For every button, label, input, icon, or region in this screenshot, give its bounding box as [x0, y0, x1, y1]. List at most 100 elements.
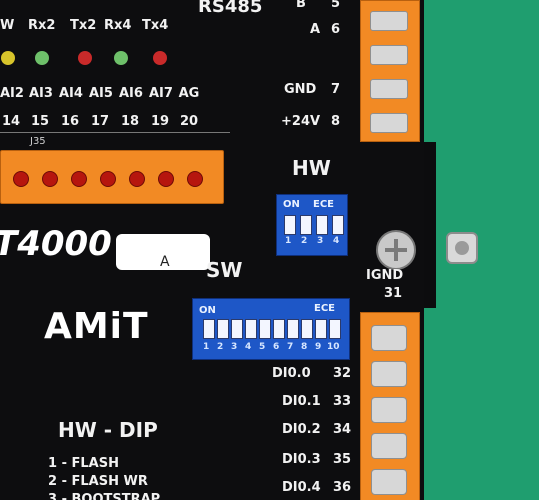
green-pcb — [418, 0, 539, 500]
p24v-label: +24V — [281, 114, 321, 129]
ai5-number: 17 — [90, 114, 110, 129]
status-led-tx2 — [78, 51, 92, 65]
connector-pin — [187, 171, 203, 187]
sw-switch-number: 8 — [301, 342, 308, 352]
ai5-label: AI5 — [89, 86, 113, 101]
led-label-rx2: Rx2 — [28, 18, 56, 33]
status-led-tx4 — [153, 51, 167, 65]
sw-label: SW — [206, 258, 243, 282]
sw-switch-toggle[interactable] — [217, 319, 229, 339]
terminal-screw — [371, 433, 407, 459]
j35-divider — [0, 132, 230, 133]
sw-switch-toggle[interactable] — [245, 319, 257, 339]
black-panel-edge — [424, 142, 436, 308]
ai3-number: 15 — [30, 114, 50, 129]
sw-switch-toggle[interactable] — [301, 319, 313, 339]
rs485-label: RS485 — [198, 0, 263, 17]
connector-pin — [129, 171, 145, 187]
di02-label: DI0.2 — [282, 422, 321, 437]
di04-number: 36 — [333, 480, 352, 495]
terminal-screw — [371, 469, 407, 495]
sw-switch-number: 3 — [231, 342, 238, 352]
hw-switch-toggle[interactable] — [284, 215, 296, 235]
sw-switch-number: 7 — [287, 342, 294, 352]
sw-switch-number: 9 — [315, 342, 322, 352]
pcb-standoff — [446, 232, 478, 264]
sw-switch-toggle[interactable] — [273, 319, 285, 339]
b-pin-number: 5 — [331, 0, 341, 11]
sw-on-label: ON — [199, 305, 216, 316]
connector-pin — [100, 171, 116, 187]
connector-pin — [71, 171, 87, 187]
terminal-screw — [370, 45, 408, 65]
terminal-screw — [370, 113, 408, 133]
model-label: T4000 — [0, 224, 112, 264]
j35-connector — [0, 150, 224, 204]
black-front-panel — [0, 0, 424, 500]
sw-switch-toggle[interactable] — [231, 319, 243, 339]
di02-number: 34 — [333, 422, 352, 437]
di01-label: DI0.1 — [282, 394, 321, 409]
ai2-number: 14 — [1, 114, 21, 129]
terminal-block-bottom — [360, 312, 420, 500]
terminal-screw — [371, 397, 407, 423]
b-pin-label: B — [296, 0, 306, 11]
sw-logo: ECE — [314, 303, 336, 314]
hw-dip-item-2: 2 - FLASH WR — [48, 474, 148, 489]
ai4-label: AI4 — [59, 86, 83, 101]
ignd-number: 31 — [384, 286, 403, 301]
grounding-screw — [376, 230, 416, 270]
terminal-screw — [370, 79, 408, 99]
ai7-number: 19 — [150, 114, 170, 129]
ai3-label: AI3 — [29, 86, 53, 101]
model-variant: A — [160, 254, 170, 270]
ag-number: 20 — [179, 114, 199, 129]
terminal-screw — [371, 361, 407, 387]
sw-switch-number: 4 — [245, 342, 252, 352]
hw-switch-number: 2 — [301, 236, 308, 246]
a-pin-label: A — [310, 22, 321, 37]
di03-number: 35 — [333, 452, 352, 467]
led-label-rx4: Rx4 — [104, 18, 132, 33]
status-led-rx2 — [35, 51, 49, 65]
ai4-number: 16 — [60, 114, 80, 129]
hw-switch-number: 3 — [317, 236, 324, 246]
hw-dip-switch: ON ECE 1 2 3 4 — [276, 194, 348, 256]
j35-label: J35 — [30, 136, 46, 147]
ignd-label: IGND — [366, 268, 404, 283]
sw-switch-toggle[interactable] — [259, 319, 271, 339]
hw-switch-toggle[interactable] — [332, 215, 344, 235]
sw-switch-toggle[interactable] — [329, 319, 341, 339]
sw-switch-toggle[interactable] — [287, 319, 299, 339]
status-led-rx4 — [114, 51, 128, 65]
sw-switch-number: 6 — [273, 342, 280, 352]
sw-switch-toggle[interactable] — [315, 319, 327, 339]
hw-dip-item-3: 3 - BOOTSTRAP — [48, 492, 161, 500]
hw-switch-toggle[interactable] — [300, 215, 312, 235]
a-pin-number: 6 — [331, 22, 341, 37]
sw-switch-number: 2 — [217, 342, 224, 352]
brand-logo: AMiT — [44, 306, 149, 347]
sw-dip-switch: ON ECE 1 2 3 4 5 6 7 8 9 10 — [192, 298, 350, 360]
model-sticker — [116, 234, 210, 270]
di01-number: 33 — [333, 394, 352, 409]
sw-switch-number: 5 — [259, 342, 266, 352]
sw-switch-number: 10 — [327, 342, 340, 352]
hw-on-label: ON — [283, 199, 300, 210]
led-label-w: W — [0, 18, 15, 33]
screw-slot — [385, 248, 407, 252]
standoff-hole — [455, 241, 469, 255]
hw-switch-toggle[interactable] — [316, 215, 328, 235]
terminal-screw — [371, 325, 407, 351]
hw-switch-number: 1 — [285, 236, 292, 246]
p24v-number: 8 — [331, 114, 341, 129]
sw-switch-toggle[interactable] — [203, 319, 215, 339]
sw-switch-number: 1 — [203, 342, 210, 352]
connector-pin — [42, 171, 58, 187]
gnd-number: 7 — [331, 82, 341, 97]
terminal-block-top — [360, 0, 420, 142]
ag-label: AG — [178, 86, 200, 101]
led-label-tx2: Tx2 — [70, 18, 97, 33]
ai6-number: 18 — [120, 114, 140, 129]
connector-pin — [158, 171, 174, 187]
